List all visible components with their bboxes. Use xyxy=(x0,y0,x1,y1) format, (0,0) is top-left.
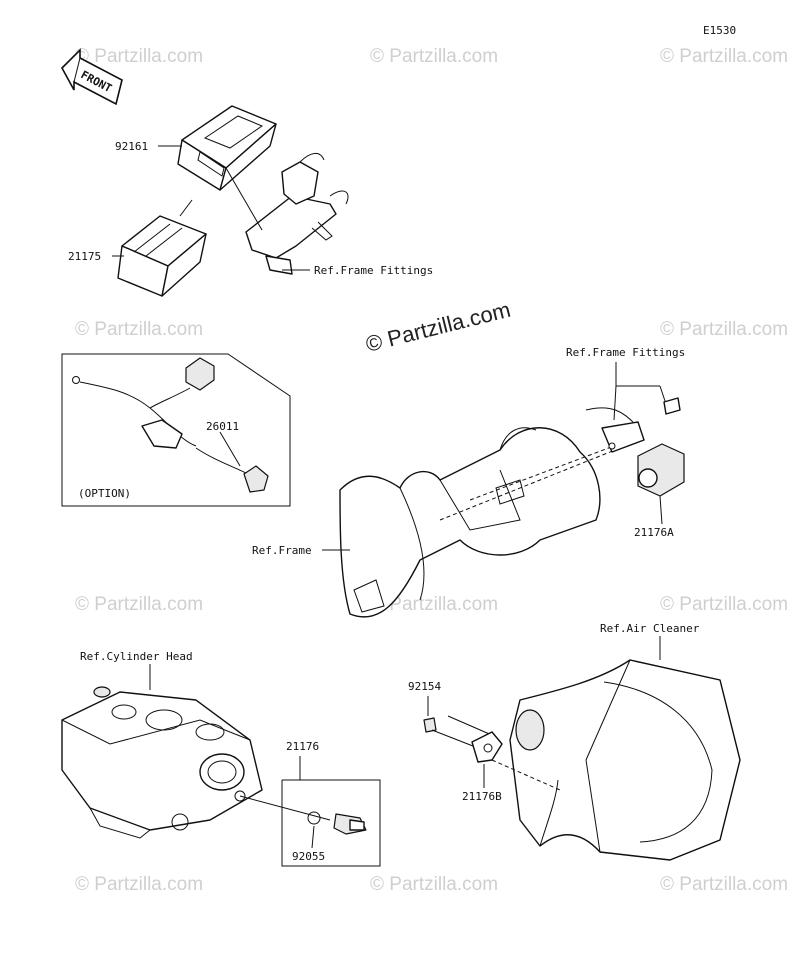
part-label-21176A: 21176A xyxy=(634,526,674,539)
watermark: © Partzilla.com xyxy=(370,874,498,895)
part-label-21176: 21176 xyxy=(286,740,319,753)
sensor-21176A xyxy=(601,397,685,497)
watermark: © Partzilla.com xyxy=(75,319,203,340)
dashed-leader xyxy=(439,439,641,521)
option-label: (OPTION) xyxy=(78,487,131,500)
part-label-21175: 21175 xyxy=(68,250,101,263)
leader-line xyxy=(179,199,193,217)
ref-cylinder-head-label: Ref.Cylinder Head xyxy=(80,650,193,663)
leader-line xyxy=(447,715,495,737)
watermark: © Partzilla.com xyxy=(660,319,788,340)
watermark: © Partzilla.com xyxy=(75,594,203,615)
part-label-92154: 92154 xyxy=(408,680,441,693)
ref-frame-label: Ref.Frame xyxy=(252,544,312,557)
watermark: © Partzilla.com xyxy=(370,594,498,615)
part-label-21176B: 21176B xyxy=(462,790,502,803)
leader-line xyxy=(311,825,315,849)
sensor-21176B xyxy=(471,731,503,763)
dashed-leader xyxy=(491,759,561,791)
watermark: © Partzilla.com xyxy=(75,874,203,895)
leader-line xyxy=(431,729,479,749)
ref-frame-fittings-right: Ref.Frame Fittings xyxy=(566,346,685,359)
temp-sensor-21176 xyxy=(307,811,367,835)
air-cleaner xyxy=(509,659,741,861)
group-box-21176 xyxy=(281,779,381,867)
ecu-bracket-92161 xyxy=(177,105,277,191)
leader-line xyxy=(659,495,663,525)
leader-line xyxy=(239,795,331,821)
frame-fitting-bracket-top xyxy=(245,153,349,275)
screw-92154 xyxy=(423,717,437,733)
leader-line xyxy=(613,385,617,421)
front-arrow-icon: FRONT xyxy=(61,48,123,106)
watermark-center: © Partzilla.com xyxy=(363,297,513,357)
part-label-92161: 92161 xyxy=(115,140,148,153)
part-label-92055: 92055 xyxy=(292,850,325,863)
watermark: © Partzilla.com xyxy=(370,46,498,67)
dashed-leader xyxy=(469,445,615,501)
frame-assembly xyxy=(339,407,641,618)
ref-frame-fittings-top: Ref.Frame Fittings xyxy=(314,264,433,277)
part-label-26011: 26011 xyxy=(206,420,239,433)
watermark: © Partzilla.com xyxy=(660,46,788,67)
watermark: © Partzilla.com xyxy=(660,594,788,615)
diagram-code: E1530 xyxy=(703,24,736,37)
watermark: © Partzilla.com xyxy=(75,46,203,67)
ecu-21175 xyxy=(117,215,207,297)
cylinder-head xyxy=(61,686,263,839)
ref-air-cleaner-label: Ref.Air Cleaner xyxy=(600,622,700,635)
option-kit-box xyxy=(61,353,291,507)
leader-line xyxy=(225,167,263,231)
watermark: © Partzilla.com xyxy=(660,874,788,895)
leader-line xyxy=(219,431,241,467)
